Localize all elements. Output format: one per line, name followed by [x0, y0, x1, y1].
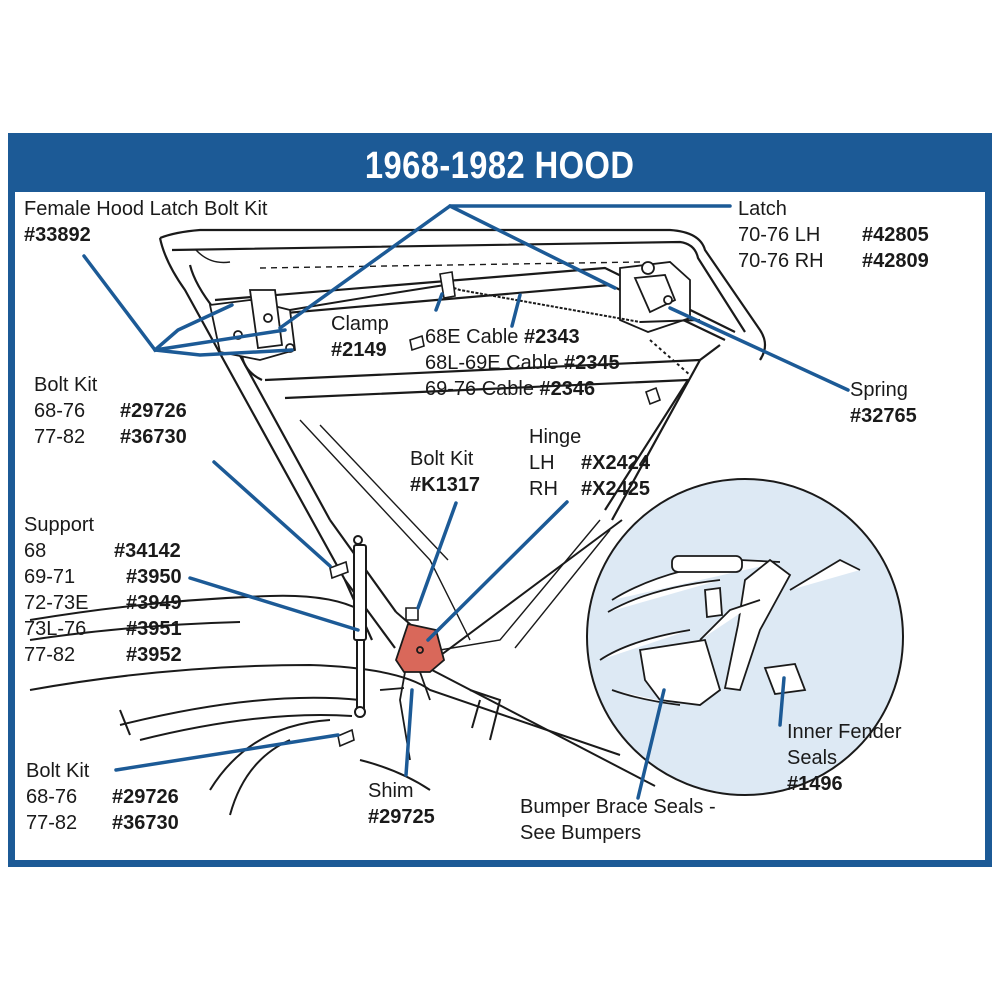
label-bolt-kit-upper-part-2: #36730: [120, 426, 187, 448]
label-inner-fender-line2: Seals: [787, 747, 838, 769]
label-cable-name-1: 68E Cable: [425, 326, 519, 348]
hood-support-strut: [353, 535, 367, 718]
label-spring-name: Spring: [850, 379, 908, 401]
label-clamp-name: Clamp: [331, 313, 389, 335]
label-spring: Spring #32765: [850, 377, 917, 429]
label-hinge-part-1: #X2424: [581, 452, 650, 474]
label-female-latch-name: Female Hood Latch Bolt Kit: [24, 198, 268, 220]
leader-female-latch-3: [153, 348, 294, 357]
label-spring-part: #32765: [850, 405, 917, 427]
label-bumper-brace: Bumper Brace Seals - See Bumpers: [520, 794, 716, 846]
label-cable-name-2: 68L-69E Cable: [425, 352, 559, 374]
label-bolt-kit-lower-part-1: #29726: [112, 786, 179, 808]
label-cable-part-2: #2345: [564, 352, 620, 374]
title-bar: 1968-1982 HOOD: [15, 140, 985, 192]
label-shim-name: Shim: [368, 780, 414, 802]
label-support-years-3: 72-73E: [24, 592, 89, 614]
label-cable-part-1: #2343: [523, 326, 580, 348]
label-latch-part-1: #42805: [862, 224, 929, 246]
leader-inner-fender: [778, 676, 786, 727]
bolt-parts: [329, 334, 661, 748]
label-hinge: Hinge LH #X2424 RH #X2425: [529, 424, 650, 502]
leader-support: [188, 576, 360, 632]
label-bolt-kit-upper-years-1: 68-76: [34, 400, 86, 422]
label-bolt-kit-lower-years-1: 68-76: [26, 786, 78, 808]
label-hinge-years-1: LH: [529, 452, 555, 474]
leader-cable: [510, 293, 522, 328]
label-support-years-4: 73L-76: [24, 618, 87, 640]
label-inner-fender: Inner Fender Seals #1496: [787, 719, 902, 797]
label-female-latch-part: #33892: [24, 224, 91, 246]
cable-clamp: [439, 271, 456, 299]
label-bolt-kit-lower-years-2: 77-82: [26, 812, 78, 834]
diagram-title: 1968-1982 HOOD: [365, 144, 635, 187]
label-support-name: Support: [24, 514, 95, 536]
label-bolt-kit-k-name: Bolt Kit: [410, 448, 474, 470]
label-support: Support 68#34142 69-71#3950 72-73E#3949 …: [24, 512, 182, 668]
label-latch: Latch 70-76 LH #42805 70-76 RH #42809: [738, 196, 929, 274]
label-shim: Shim #29725: [368, 778, 435, 830]
label-cable: 68E Cable #2343 68L-69E Cable #2345 69-7…: [425, 324, 620, 402]
label-clamp-part: #2149: [331, 339, 387, 361]
leader-latch-2: [448, 204, 617, 290]
label-support-part-1: #34142: [114, 540, 181, 562]
label-bolt-kit-k-part: #K1317: [410, 474, 481, 496]
diagram-frame: 1968-1982 HOOD: [8, 133, 992, 867]
leader-female-latch: [82, 254, 234, 353]
label-support-years-1: 68: [24, 540, 47, 562]
label-clamp: Clamp #2149: [331, 311, 389, 363]
leader-spring: [668, 306, 850, 392]
label-latch-part-2: #42809: [862, 250, 929, 272]
leader-shim: [404, 688, 414, 777]
label-bolt-kit-upper-part-1: #29726: [120, 400, 187, 422]
label-support-part-3: #3949: [126, 592, 182, 614]
fender-body: [29, 594, 621, 816]
leader-bolt-lower: [114, 733, 340, 772]
label-support-years-2: 69-71: [24, 566, 76, 588]
hood-panel: [158, 228, 767, 649]
label-cable-part-3: #2346: [539, 378, 596, 400]
label-bolt-kit-lower: Bolt Kit 68-76 #29726 77-82 #36730: [26, 758, 179, 836]
inset-hinge-detail: [599, 555, 861, 706]
label-bolt-kit-upper: Bolt Kit 68-76 #29726 77-82 #36730: [34, 372, 187, 450]
label-latch-years-2: 70-76 RH: [738, 250, 824, 272]
label-hinge-name: Hinge: [529, 426, 582, 448]
label-bolt-kit-lower-part-2: #36730: [112, 812, 179, 834]
label-cable-name-3: 69-76 Cable: [425, 378, 534, 400]
latch-assembly: [619, 261, 691, 333]
leader-hinge: [426, 500, 569, 642]
callout-lines: [82, 204, 850, 800]
label-support-part-5: #3952: [126, 644, 182, 666]
leader-bumper-brace: [636, 688, 666, 800]
label-female-latch: Female Hood Latch Bolt Kit #33892: [24, 196, 267, 248]
label-bolt-kit-upper-name: Bolt Kit: [34, 374, 98, 396]
label-bolt-kit-lower-name: Bolt Kit: [26, 760, 90, 782]
label-support-part-2: #3950: [126, 566, 182, 588]
leader-clamp: [434, 292, 444, 312]
label-hinge-years-2: RH: [529, 478, 558, 500]
leader-female-latch-2: [153, 328, 287, 352]
leader-bolt-upper: [212, 460, 332, 568]
label-inner-fender-line1: Inner Fender: [787, 721, 902, 743]
leader-bolt-k: [416, 501, 458, 610]
label-support-part-4: #3951: [126, 618, 182, 640]
label-bolt-kit-upper-years-2: 77-82: [34, 426, 86, 448]
hinge-linkage: [379, 646, 431, 761]
label-support-years-5: 77-82: [24, 644, 76, 666]
label-bumper-brace-line1: Bumper Brace Seals -: [520, 796, 716, 818]
label-latch-name: Latch: [738, 198, 787, 220]
label-hinge-part-2: #X2425: [581, 478, 650, 500]
label-inner-fender-part: #1496: [787, 773, 843, 795]
label-bumper-brace-line2: See Bumpers: [520, 822, 642, 844]
label-shim-part: #29725: [368, 806, 435, 828]
label-latch-years-1: 70-76 LH: [738, 224, 821, 246]
label-bolt-kit-k: Bolt Kit #K1317: [410, 446, 480, 498]
